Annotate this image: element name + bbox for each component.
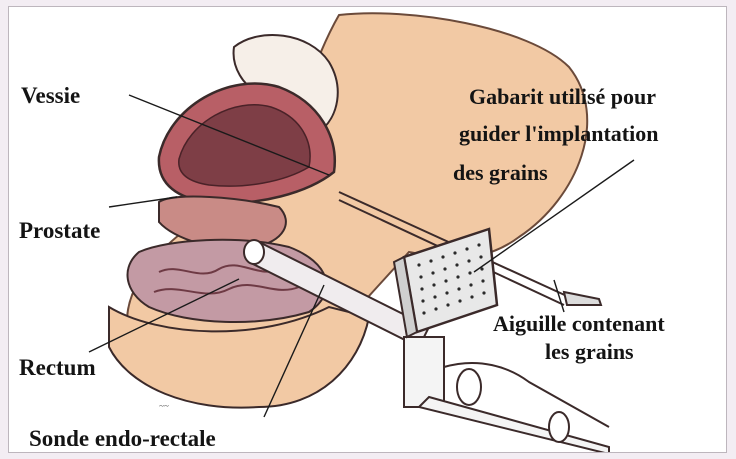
label-gabarit-line1: Gabarit utilisé pour — [469, 86, 656, 108]
label-gabarit-line3: des grains — [453, 162, 548, 184]
artist-signature: ~~ — [159, 401, 169, 411]
label-aiguille-line1: Aiguille contenant — [493, 313, 665, 335]
diagram-frame: ~~ Vessie Prostate Rectum Sonde endo-rec… — [8, 6, 727, 453]
label-gabarit-line2: guider l'implantation — [459, 123, 658, 145]
label-vessie: Vessie — [21, 84, 80, 107]
label-prostate: Prostate — [19, 219, 100, 242]
anatomical-illustration: ~~ — [9, 7, 727, 453]
label-aiguille-line2: les grains — [545, 341, 634, 363]
label-rectum: Rectum — [19, 356, 96, 379]
label-sonde: Sonde endo-rectale — [29, 427, 216, 450]
